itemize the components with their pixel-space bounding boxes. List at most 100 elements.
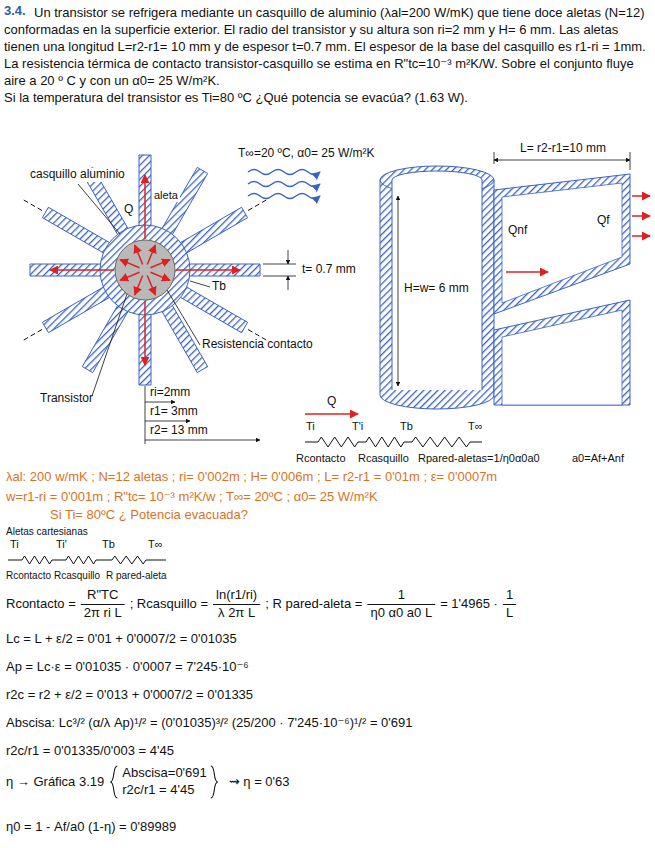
- resistance-label: Rcontacto: [6, 570, 51, 582]
- resistance-label: R pared-aleta: [106, 570, 167, 582]
- formula: r2c/r1 = 0'01335/0'003 = 4'45: [6, 744, 174, 759]
- heat-arrow: [135, 276, 143, 295]
- fin: [494, 174, 630, 314]
- heat-arrow: [632, 235, 650, 237]
- fin: [494, 300, 630, 405]
- node-temperature: Tb: [102, 538, 115, 551]
- fin: [177, 207, 248, 255]
- node-temperature: T'i: [352, 420, 363, 433]
- part-label: Transistor: [40, 392, 93, 406]
- leader-line: [167, 290, 200, 345]
- temperature-label: Tb: [212, 280, 226, 294]
- heat-arrow: [632, 215, 650, 217]
- heat-arrow: [135, 245, 143, 264]
- formula-numerator: 1: [398, 588, 405, 603]
- problem-statement: Un transistor se refrigera mediante un c…: [4, 4, 650, 89]
- resistance-label: Rcontacto: [296, 452, 346, 465]
- resistance-label: Rcasquillo: [54, 570, 100, 582]
- brace: [110, 766, 117, 798]
- wire: [470, 442, 482, 443]
- note: Aletas cartesianas: [6, 526, 88, 538]
- heat-arrow: [144, 175, 146, 239]
- brace: [211, 766, 218, 798]
- fin: [42, 207, 113, 255]
- ambient-condition: T∞=20 ºC, α0= 25 W/m²K: [238, 147, 375, 161]
- dimension-line: [494, 152, 495, 164]
- resistor-symbol: [66, 556, 96, 564]
- question-note: Si Ti= 80ºC ¿ Potencia evacuada?: [50, 508, 248, 523]
- formula-denominator: λ 2π L: [218, 606, 255, 621]
- resistor-symbol: [412, 437, 470, 447]
- wire: [52, 560, 66, 561]
- formula: Ap = Lc·ε = 0'01035 · 0'0007 = 7'245·10⁻…: [6, 660, 249, 675]
- fin-inner: [502, 310, 622, 405]
- dimension-line: [145, 386, 146, 444]
- dimension-label: ri=2mm: [150, 386, 190, 400]
- wire: [404, 442, 412, 443]
- heat-arrow: [50, 269, 114, 271]
- heat-flow-label: Qf: [597, 214, 610, 228]
- node-temperature: Ti: [10, 538, 19, 551]
- heat-arrow: [506, 271, 548, 273]
- fraction-bar: [367, 604, 435, 605]
- formula-denominator: 2π ri L: [84, 606, 122, 621]
- fin: [82, 302, 130, 373]
- dimension-label: t= 0.7 mm: [302, 263, 356, 277]
- wire: [358, 442, 366, 443]
- heat-arrow: [305, 413, 358, 415]
- wire: [305, 442, 318, 443]
- fin: [160, 302, 208, 373]
- formula: r2c = r2 + ε/2 = 0'013 + 0'0007/2 = 0'01…: [6, 688, 253, 703]
- heat-arrow: [151, 272, 170, 280]
- air-flow-arrow: [248, 170, 320, 175]
- fin: [42, 285, 113, 333]
- cylinder-bore-edge: [482, 180, 483, 390]
- formula-numerator: ln(r1/ri): [216, 588, 257, 603]
- heat-arrow: [632, 195, 650, 197]
- area-label: a0=Af+Anf: [572, 452, 624, 465]
- fraction-bar: [503, 604, 516, 605]
- dimension-arrow: [494, 160, 630, 161]
- part-label: casquillo aluminio: [28, 168, 127, 182]
- dimension-label: H=w= 6 mm: [404, 282, 469, 296]
- dimension-arrow: [288, 250, 289, 264]
- dimension-line: [630, 152, 631, 170]
- given-data: w=r1-ri = 0'001m ; R"tc= 10⁻³ m²K/w ; T∞…: [6, 490, 378, 505]
- fraction-bar: [213, 604, 260, 605]
- formula-term: = 1'4965 ·: [440, 597, 498, 612]
- node-temperature: Tb: [400, 420, 413, 433]
- dimension-line: [263, 276, 296, 277]
- heat-arrow: [144, 301, 146, 365]
- formula-term: ⇝ η = 0'63: [229, 775, 290, 790]
- dashed-line: [24, 330, 42, 341]
- leader-line: [78, 184, 120, 234]
- problem-question: Si la temperatura del transistor es Ti=8…: [4, 89, 650, 106]
- heat-flow-label: Qnf: [508, 224, 527, 238]
- resistance-label: Rcasquillo: [358, 452, 409, 465]
- formula-term: ; Rcasquillo =: [130, 597, 208, 612]
- air-flow-arrow: [248, 194, 320, 199]
- given-data: λal: 200 w/mK ; N=12 aletas ; ri= 0'002m…: [6, 470, 497, 485]
- heat-arrow: [120, 272, 139, 280]
- formula: Abscisa: Lc³/² (α/λ Ap)¹/² = (0'01035)³/…: [6, 716, 413, 731]
- formula-term: η → Gráfica 3.19: [6, 775, 104, 790]
- formula-term: Abscisa=0'691: [122, 766, 207, 781]
- cylinder-bore-edge: [392, 180, 393, 390]
- dimension-arrow: [145, 440, 260, 441]
- formula-denominator: L: [506, 606, 513, 621]
- cylinder-bore: [392, 180, 482, 390]
- air-flow-arrow: [248, 182, 320, 187]
- resistor-symbol: [22, 556, 52, 564]
- resistor-symbol: [366, 437, 404, 447]
- formula: Lc = L + ε/2 = 0'01 + 0'0007/2 = 0'01035: [6, 632, 237, 647]
- heat-flow-label: Q: [327, 395, 336, 409]
- heat-arrow: [176, 269, 240, 271]
- fin-inner: [502, 183, 622, 303]
- dimension-arrow: [145, 402, 175, 403]
- formula-numerator: R"TC: [87, 588, 118, 603]
- transistor-body: [115, 240, 175, 300]
- wire: [96, 560, 112, 561]
- wire: [146, 560, 166, 561]
- formula-term: r2c/r1 = 4'45: [122, 783, 194, 798]
